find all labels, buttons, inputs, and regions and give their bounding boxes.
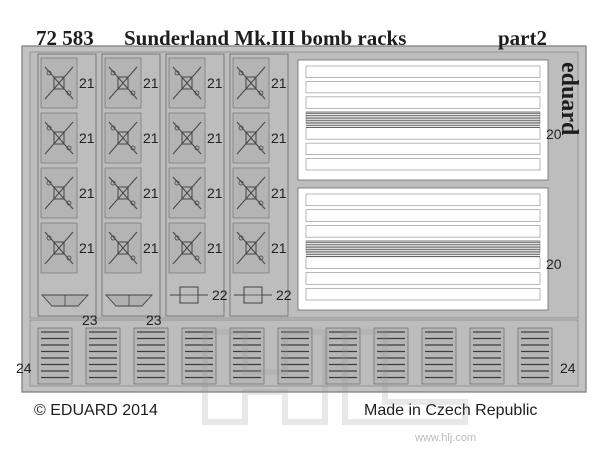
- bomb-rack-part: [170, 286, 208, 304]
- plate-part: [297, 59, 549, 181]
- part-number-label: 23: [146, 312, 162, 328]
- part-number-label: 21: [79, 130, 95, 146]
- part-number-label: 23: [82, 312, 98, 328]
- part-number-label: 21: [143, 130, 159, 146]
- bomb-rack-part: [40, 167, 78, 219]
- brand-logo-text: eduard: [556, 62, 582, 136]
- part-number-label: 21: [79, 240, 95, 256]
- strip-part: [85, 327, 121, 385]
- bomb-rack-part: [232, 57, 270, 109]
- made-in-text: Made in Czech Republic: [364, 402, 538, 419]
- strip-part: [181, 327, 217, 385]
- part-number-label: 21: [143, 75, 159, 91]
- part-number-label: 21: [79, 185, 95, 201]
- bomb-rack-part: [232, 112, 270, 164]
- bomb-rack-part: [40, 112, 78, 164]
- copyright-text: © EDUARD 2014: [34, 402, 158, 419]
- part-number-label: 21: [207, 130, 223, 146]
- bomb-rack-part: [104, 294, 154, 307]
- part-number-label: 20: [546, 126, 562, 142]
- strip-part: [229, 327, 265, 385]
- strip-part: [517, 327, 553, 385]
- bomb-rack-part: [232, 167, 270, 219]
- bomb-rack-part: [234, 286, 272, 304]
- strip-part: [373, 327, 409, 385]
- part-number-label: 21: [79, 75, 95, 91]
- strip-part: [421, 327, 457, 385]
- strip-part: [133, 327, 169, 385]
- bomb-rack-part: [168, 222, 206, 274]
- strip-part: [469, 327, 505, 385]
- part-number-label: 22: [276, 287, 292, 303]
- strip-part: [277, 327, 313, 385]
- strips-group: [37, 327, 553, 385]
- bomb-rack-part: [168, 112, 206, 164]
- bomb-rack-part: [40, 294, 90, 307]
- set-title: Sunderland Mk.III bomb racks: [124, 26, 407, 50]
- bomb-rack-part: [40, 222, 78, 274]
- bomb-rack-part: [104, 167, 142, 219]
- part-number-label: 21: [271, 185, 287, 201]
- bomb-rack-part: [168, 167, 206, 219]
- part-number-label: 24: [560, 360, 576, 376]
- part-number-label: 21: [271, 75, 287, 91]
- bomb-rack-part: [168, 57, 206, 109]
- part-number-label: 21: [271, 240, 287, 256]
- bomb-rack-part: [104, 57, 142, 109]
- watermark-url: www.hlj.com: [415, 432, 477, 444]
- plate-part: [297, 187, 549, 311]
- part-number-label: 21: [207, 75, 223, 91]
- rack-columns: [37, 53, 289, 317]
- part-number-label: 21: [207, 185, 223, 201]
- bomb-rack-part: [40, 57, 78, 109]
- part-number-label: 21: [271, 130, 287, 146]
- bomb-rack-part: [232, 222, 270, 274]
- strip-part: [37, 327, 73, 385]
- bomb-rack-part: [104, 222, 142, 274]
- part-number-label: 24: [16, 360, 32, 376]
- part-number-title: 72 583: [36, 26, 94, 50]
- part-number-label: 22: [212, 287, 228, 303]
- part-number-label: 21: [143, 240, 159, 256]
- strip-part: [325, 327, 361, 385]
- bomb-rack-part: [104, 112, 142, 164]
- part-number-label: 21: [207, 240, 223, 256]
- part-number-label: 21: [143, 185, 159, 201]
- part-number-label: 20: [546, 256, 562, 272]
- plates-group: [297, 59, 549, 311]
- set-part-label: part2: [498, 26, 547, 50]
